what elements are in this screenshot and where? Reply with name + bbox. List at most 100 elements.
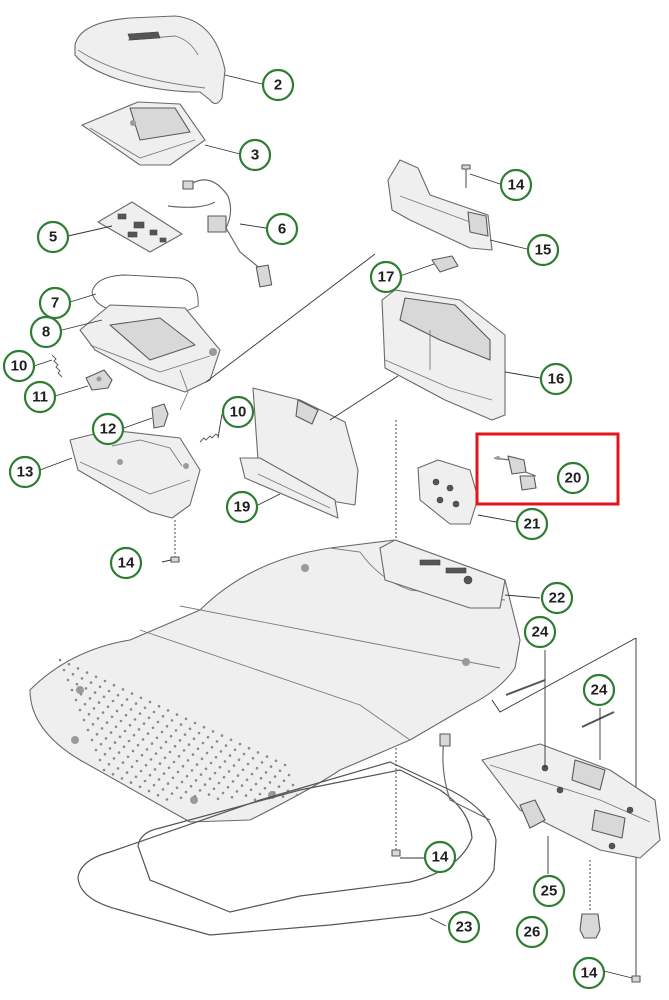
grille-hole bbox=[274, 759, 278, 763]
callout-16[interactable]: 16 bbox=[539, 362, 573, 396]
grille-hole bbox=[223, 760, 227, 763]
grille-hole bbox=[212, 787, 216, 791]
part-3-inner-cover[interactable] bbox=[81, 101, 206, 166]
grille-hole bbox=[175, 713, 179, 716]
grille-hole bbox=[187, 743, 191, 746]
grille-hole bbox=[268, 781, 272, 784]
grille-hole bbox=[138, 712, 142, 715]
callout-24a[interactable]: 24 bbox=[523, 615, 557, 649]
callout-21[interactable]: 21 bbox=[515, 507, 549, 541]
part-14-screw-a[interactable] bbox=[170, 520, 180, 563]
callout-26[interactable]: 26 bbox=[515, 915, 549, 949]
grille-hole bbox=[185, 774, 189, 778]
part-21-connector-block[interactable] bbox=[417, 459, 479, 525]
part-15-bracket[interactable] bbox=[387, 159, 493, 251]
part-23-bumper-frame[interactable] bbox=[77, 733, 497, 936]
callout-8[interactable]: 8 bbox=[29, 315, 63, 349]
callout-5[interactable]: 5 bbox=[36, 220, 70, 254]
callout-24b[interactable]: 24 bbox=[582, 673, 616, 707]
svg-text:7: 7 bbox=[51, 295, 59, 312]
grille-hole bbox=[157, 778, 161, 781]
callout-15[interactable]: 15 bbox=[526, 233, 560, 267]
callout-20[interactable]: 20 bbox=[556, 461, 590, 495]
callout-7[interactable]: 7 bbox=[38, 286, 72, 320]
grille-hole bbox=[191, 753, 195, 756]
part-20-wire-assembly[interactable] bbox=[493, 455, 537, 491]
callout-12[interactable]: 12 bbox=[91, 412, 125, 446]
part-22-body-shell[interactable] bbox=[29, 539, 521, 823]
part-16-main-housing[interactable] bbox=[381, 289, 506, 421]
grille-hole bbox=[249, 788, 253, 792]
grille-hole bbox=[246, 762, 250, 766]
grille-hole bbox=[164, 740, 168, 744]
callout-10a[interactable]: 10 bbox=[2, 349, 36, 383]
grille-hole bbox=[265, 755, 269, 758]
part-19-lid[interactable] bbox=[239, 387, 359, 519]
grille-hole bbox=[188, 727, 192, 731]
grille-hole bbox=[136, 743, 140, 747]
callout-14d[interactable]: 14 bbox=[572, 956, 606, 990]
grille-hole bbox=[98, 685, 102, 689]
part-24-rod-b[interactable] bbox=[581, 711, 615, 728]
highlight-box-part-20 bbox=[475, 432, 620, 506]
grille-hole bbox=[213, 771, 217, 775]
part-25-main-board[interactable] bbox=[481, 743, 661, 859]
callout-14c[interactable]: 14 bbox=[423, 840, 457, 874]
grille-hole bbox=[161, 788, 165, 791]
grille-hole bbox=[192, 737, 196, 741]
callout-23[interactable]: 23 bbox=[447, 910, 481, 944]
grille-hole bbox=[156, 720, 160, 724]
part-14-screw-b[interactable] bbox=[461, 164, 471, 188]
callout-2[interactable]: 2 bbox=[261, 68, 295, 102]
part-17-clip[interactable] bbox=[431, 255, 459, 273]
part-10-spring-left[interactable] bbox=[51, 354, 63, 378]
grille-hole bbox=[96, 717, 100, 720]
svg-text:2: 2 bbox=[274, 77, 282, 94]
callout-14b[interactable]: 14 bbox=[499, 168, 533, 202]
part-12-bracket[interactable] bbox=[151, 403, 169, 429]
part-13-bottom-housing[interactable] bbox=[69, 429, 201, 519]
svg-text:24: 24 bbox=[532, 624, 549, 641]
grille-hole bbox=[79, 692, 83, 696]
callout-17[interactable]: 17 bbox=[369, 260, 403, 294]
part-24-rod-a[interactable] bbox=[505, 679, 546, 696]
grille-hole bbox=[198, 789, 202, 792]
part-2-top-cover[interactable] bbox=[74, 15, 226, 105]
grille-hole bbox=[166, 782, 170, 785]
callout-19[interactable]: 19 bbox=[225, 490, 259, 524]
grille-hole bbox=[174, 729, 178, 732]
part-10-spring-right[interactable] bbox=[199, 433, 219, 443]
part-11-switch[interactable] bbox=[85, 369, 113, 391]
callout-10b[interactable]: 10 bbox=[221, 395, 255, 429]
grille-hole bbox=[282, 779, 286, 783]
grille-hole bbox=[170, 719, 174, 722]
grille-hole bbox=[167, 766, 171, 770]
grille-hole bbox=[151, 726, 155, 730]
grille-hole bbox=[163, 756, 167, 760]
grille-hole bbox=[182, 749, 186, 752]
grille-hole bbox=[130, 692, 134, 695]
svg-text:15: 15 bbox=[535, 242, 552, 259]
callout-3[interactable]: 3 bbox=[238, 138, 272, 172]
callout-22[interactable]: 22 bbox=[540, 581, 574, 615]
svg-text:20: 20 bbox=[565, 470, 582, 487]
grille-hole bbox=[139, 769, 143, 773]
callout-14a[interactable]: 14 bbox=[109, 546, 143, 580]
callout-13[interactable]: 13 bbox=[8, 455, 42, 489]
grille-hole bbox=[169, 734, 173, 738]
callout-6[interactable]: 6 bbox=[265, 212, 299, 246]
grille-hole bbox=[107, 762, 111, 766]
part-6-cable-harness[interactable] bbox=[167, 179, 273, 288]
grille-hole bbox=[173, 744, 177, 748]
grille-hole bbox=[82, 718, 86, 722]
part-26-knob[interactable] bbox=[579, 860, 601, 939]
part-8-chassis[interactable] bbox=[79, 304, 221, 411]
grille-hole bbox=[58, 658, 62, 662]
callout-11[interactable]: 11 bbox=[23, 380, 57, 414]
grille-hole bbox=[67, 662, 71, 666]
callout-25[interactable]: 25 bbox=[532, 874, 566, 908]
grille-hole bbox=[195, 763, 199, 766]
part-5-circuit-board[interactable] bbox=[97, 201, 183, 253]
grille-hole bbox=[180, 780, 184, 784]
grille-hole bbox=[113, 741, 117, 744]
